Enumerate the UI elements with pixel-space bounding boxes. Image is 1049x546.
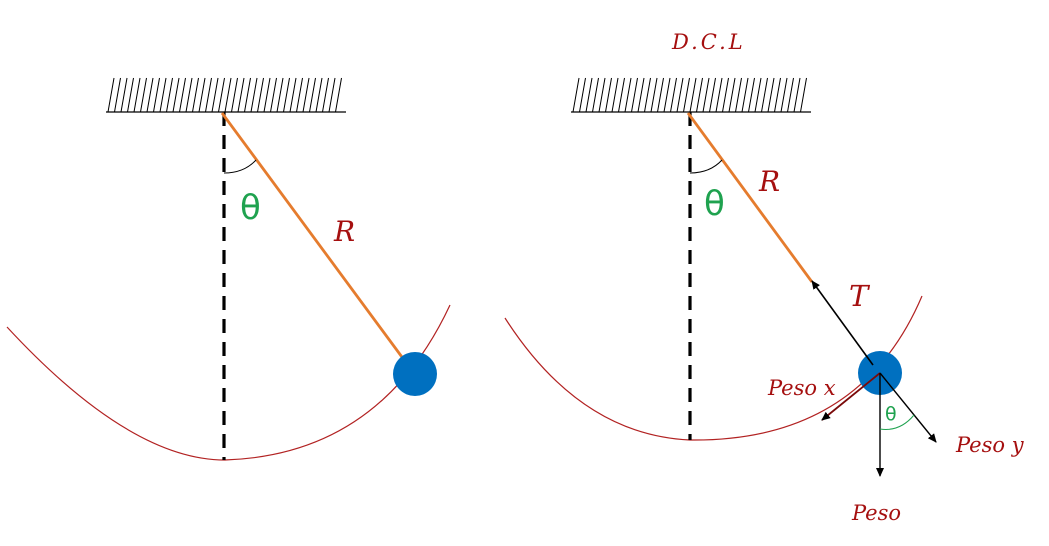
weight-angle-arc <box>879 414 915 430</box>
hatch-mark <box>592 77 599 113</box>
hatch-mark <box>787 77 794 113</box>
left-angle-arc <box>223 159 257 174</box>
hatch-mark <box>644 77 651 113</box>
hatch-mark <box>598 77 606 113</box>
hatch-mark <box>283 77 290 113</box>
left-theta-label: θ <box>240 188 261 228</box>
hatch-mark <box>780 77 788 113</box>
left-pendulum-diagram: θ R <box>6 77 451 461</box>
hatch-mark <box>244 77 251 113</box>
hatch-mark <box>335 77 342 113</box>
hatch-mark <box>572 77 580 113</box>
hatch-mark <box>185 77 193 113</box>
hatch-mark <box>127 77 134 113</box>
hatch-mark <box>767 77 775 113</box>
hatch-mark <box>618 77 625 113</box>
hatch-mark <box>198 77 206 113</box>
weight-x-vector-arrow <box>821 372 881 421</box>
right-length-label: R <box>758 165 780 198</box>
hatch-mark <box>315 77 323 113</box>
left-swing-arc <box>6 304 451 461</box>
hatch-mark <box>270 77 277 113</box>
left-length-label: R <box>333 215 355 248</box>
hatch-mark <box>689 77 697 113</box>
hatch-mark <box>153 77 160 113</box>
hatch-mark <box>322 77 329 113</box>
right-pendulum-rope <box>686 112 814 283</box>
hatch-mark <box>172 77 180 113</box>
hatch-mark <box>133 77 141 113</box>
hatch-mark <box>650 77 658 113</box>
hatch-mark <box>579 77 586 113</box>
hatch-mark <box>263 77 271 113</box>
hatch-mark <box>624 77 632 113</box>
hatch-mark <box>159 77 167 113</box>
hatch-mark <box>585 77 593 113</box>
hatch-mark <box>676 77 684 113</box>
left-pendulum-rope <box>220 112 415 373</box>
hatch-mark <box>774 77 781 113</box>
tension-label: T <box>849 279 871 313</box>
hatch-mark <box>735 77 742 113</box>
hatch-mark <box>224 77 232 113</box>
right-angle-arc <box>689 159 723 174</box>
weight-label: Peso <box>851 501 901 525</box>
hatch-mark <box>211 77 219 113</box>
hatch-mark <box>289 77 297 113</box>
hatch-mark <box>748 77 755 113</box>
hatch-mark <box>611 77 619 113</box>
dcl-title: D.C.L <box>671 30 746 54</box>
hatch-mark <box>276 77 284 113</box>
hatch-mark <box>696 77 703 113</box>
weight-x-label: Peso x <box>767 376 836 400</box>
hatch-mark <box>657 77 664 113</box>
hatch-mark <box>631 77 638 113</box>
hatch-mark <box>670 77 677 113</box>
hatch-mark <box>192 77 199 113</box>
hatch-mark <box>120 77 128 113</box>
hatch-mark <box>179 77 186 113</box>
left-pendulum-bob-icon <box>393 352 437 396</box>
hatch-mark <box>296 77 303 113</box>
hatch-mark <box>793 77 801 113</box>
left-ceiling-icon <box>106 77 346 113</box>
hatch-mark <box>107 77 115 113</box>
small-theta-label: θ <box>885 403 897 425</box>
hatch-mark <box>205 77 212 113</box>
hatch-mark <box>741 77 749 113</box>
hatch-mark <box>250 77 258 113</box>
hatch-mark <box>257 77 264 113</box>
hatch-mark <box>605 77 612 113</box>
tension-vector-arrow <box>811 280 874 366</box>
hatch-mark <box>754 77 762 113</box>
hatch-mark <box>637 77 645 113</box>
hatch-mark <box>328 77 336 113</box>
hatch-mark <box>761 77 768 113</box>
hatch-mark <box>709 77 716 113</box>
weight-y-vector-arrow <box>879 372 937 443</box>
hatch-mark <box>231 77 238 113</box>
hatch-mark <box>140 77 147 113</box>
hatch-mark <box>702 77 710 113</box>
hatch-mark <box>237 77 245 113</box>
hatch-mark <box>683 77 690 113</box>
right-ceiling-icon <box>571 77 811 113</box>
hatch-mark <box>146 77 154 113</box>
hatch-mark <box>309 77 316 113</box>
hatch-mark <box>218 77 225 113</box>
hatch-mark <box>728 77 736 113</box>
right-pendulum-diagram: D.C.L θ R T Peso x Peso y Peso θ <box>504 30 1025 525</box>
hatch-mark <box>114 77 121 113</box>
hatch-mark <box>166 77 173 113</box>
weight-y-label: Peso y <box>955 433 1025 457</box>
hatch-mark <box>302 77 310 113</box>
hatch-mark <box>715 77 723 113</box>
right-theta-label: θ <box>704 184 725 224</box>
hatch-mark <box>722 77 729 113</box>
hatch-mark <box>663 77 671 113</box>
hatch-mark <box>800 77 807 113</box>
